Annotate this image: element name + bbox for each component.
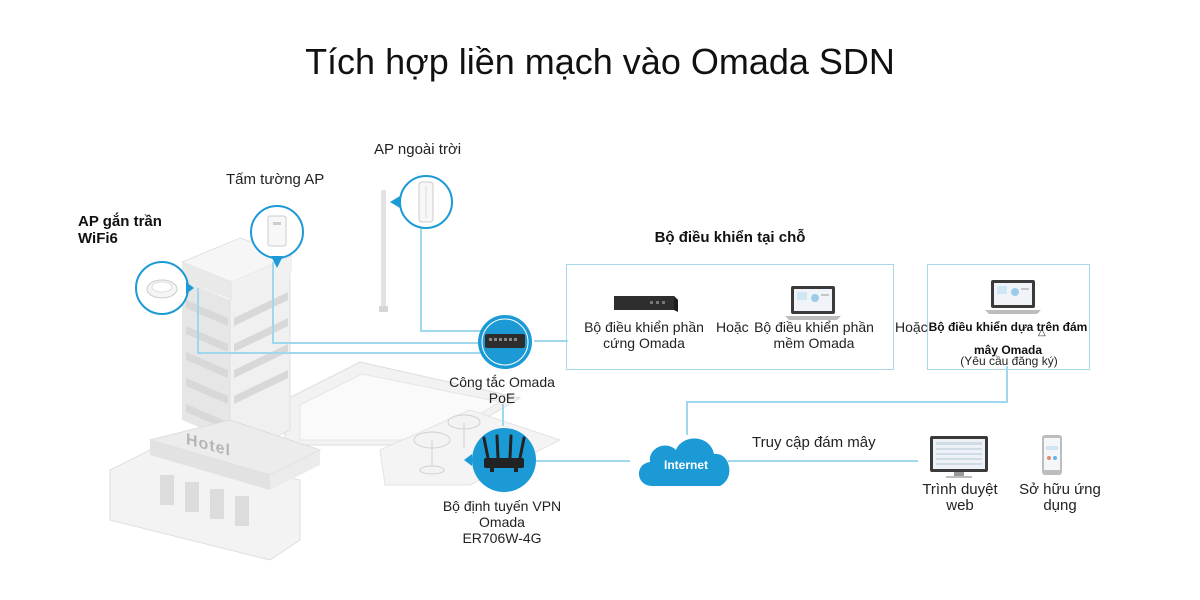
connector-outdoor-ap <box>420 224 422 332</box>
app-label[interactable]: Sở hữu ứng dụng <box>1019 481 1101 514</box>
router-icon[interactable] <box>460 424 540 494</box>
cloud-controller-box <box>927 264 1090 370</box>
cloud-laptop-icon <box>985 280 1041 314</box>
monitor-icon <box>930 436 988 478</box>
internet-label: Internet <box>663 458 708 472</box>
cloud-controller-label: Bộ điều khiển dựa trên đám mây Omada <box>928 320 1088 357</box>
or-separator-2: Hoặc <box>895 319 928 335</box>
ceiling-ap-icon[interactable] <box>132 258 196 322</box>
connector-internet-up <box>686 401 688 435</box>
page-title: Tích hợp liền mạch vào Omada SDN <box>305 41 895 82</box>
connector-ceiling-ap-horizontal <box>197 352 480 354</box>
connector-router-internet <box>536 460 630 462</box>
cloud-note: (Yêu cầu đăng ký) <box>960 354 1058 368</box>
wall-ap-icon[interactable] <box>247 198 307 274</box>
cloud-note-mark: △ <box>1038 327 1046 338</box>
wall-ap-label: Tấm tường AP <box>226 171 325 188</box>
ceiling-ap-label: AP gắn trần WiFi6 <box>78 213 162 247</box>
laptop-icon <box>785 286 841 320</box>
connector-ceiling-ap <box>197 288 199 354</box>
switch-icon[interactable] <box>475 312 535 372</box>
outdoor-ap-label: AP ngoài trời <box>374 141 462 158</box>
or-separator-1: Hoặc <box>716 319 749 335</box>
connector-cloud-horizontal <box>686 401 1008 403</box>
phone-icon <box>1042 435 1062 475</box>
outdoor-ap-icon[interactable] <box>388 174 458 234</box>
onsite-controller-heading: Bộ điều khiển tại chỗ <box>654 229 806 246</box>
connector-switch-router <box>502 404 504 426</box>
connector-cloud-controller <box>1006 366 1008 402</box>
connector-wall-ap-horizontal <box>272 342 480 344</box>
connector-switch-controllers <box>534 340 568 342</box>
sw-controller-label: Bộ điều khiển phần mềm Omada <box>754 319 874 351</box>
connector-internet-clients <box>728 460 918 462</box>
cloud-access-label: Truy cập đám mây <box>752 434 876 451</box>
hardware-controller-icon <box>614 296 678 312</box>
poe-switch-label: Công tắc Omada PoE <box>449 374 555 406</box>
hw-controller-label: Bộ điều khiển phần cứng Omada <box>584 319 704 351</box>
cloud-icon <box>638 438 730 486</box>
connector-wall-ap <box>272 262 274 344</box>
vpn-router-label: Bộ định tuyến VPN Omada ER706W-4G <box>442 498 562 546</box>
web-browser-label[interactable]: Trình duyệt web <box>922 481 998 514</box>
connector-outdoor-ap-horizontal <box>420 330 482 332</box>
onsite-controller-box <box>566 264 894 370</box>
